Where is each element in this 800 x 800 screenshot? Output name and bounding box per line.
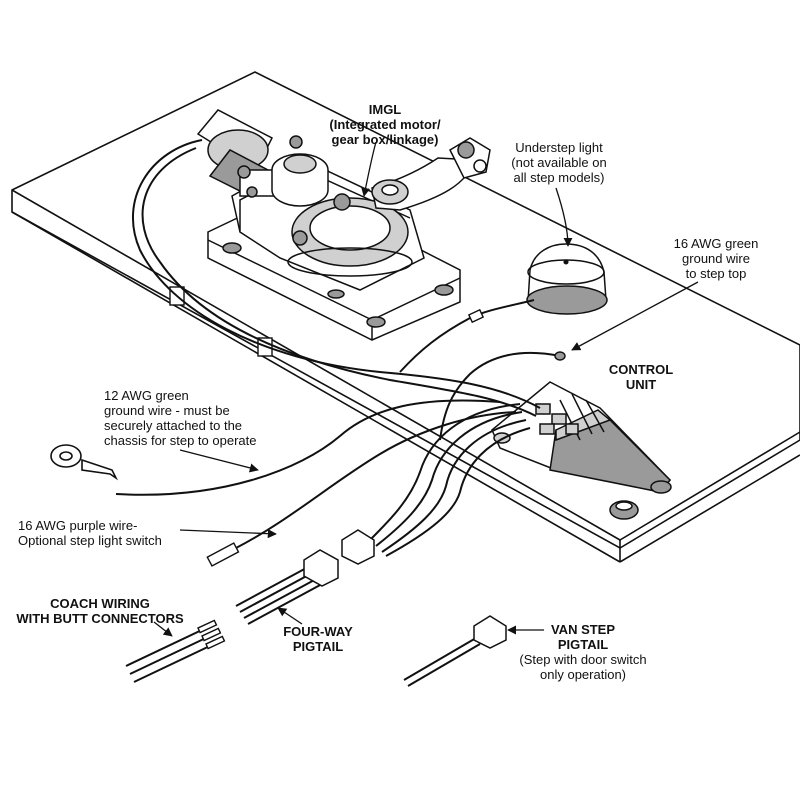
control-unit-line-2: UNIT — [625, 377, 657, 392]
control-unit-label: CONTROL UNIT — [596, 362, 686, 392]
imgl-motor-assembly — [196, 109, 491, 341]
understep-light-line-2: (not available on — [511, 155, 607, 170]
imgl-line-2: gear box/linkage) — [331, 132, 439, 147]
understep-light-line-1: Understep light — [515, 140, 603, 155]
green-wire-16-line-1: 16 AWG green — [673, 236, 759, 251]
green-wire-12-line-4: chassis for step to operate — [104, 433, 257, 448]
four-way-connector — [303, 529, 375, 587]
imgl-line-1: (Integrated motor/ — [329, 117, 441, 132]
green-wire-12-label: 12 AWG green ground wire - must be secur… — [104, 388, 294, 448]
grommet — [609, 500, 639, 520]
van-step-connector — [473, 615, 507, 649]
van-step-title-2: PIGTAIL — [557, 637, 609, 652]
purple-wire-terminal — [206, 542, 240, 567]
green-wire-16-label: 16 AWG green ground wire to step top — [664, 236, 768, 281]
wires — [115, 139, 561, 687]
van-step-note-2: only operation) — [540, 667, 626, 682]
van-step-title-1: VAN STEP — [550, 622, 616, 637]
four-way-line-2: PIGTAIL — [292, 639, 344, 654]
understep-light — [526, 243, 608, 315]
four-way-pigtail-label: FOUR-WAY PIGTAIL — [272, 624, 364, 654]
purple-wire-line-1: 16 AWG purple wire- — [18, 518, 138, 533]
leader-lines — [153, 141, 699, 637]
light-wire-connector — [467, 308, 566, 361]
imgl-title: IMGL — [368, 102, 402, 117]
coach-wiring-label: COACH WIRING WITH BUTT CONNECTORS — [4, 596, 196, 626]
van-step-note-1: (Step with door switch — [519, 652, 647, 667]
green-wire-16-line-2: ground wire — [682, 251, 750, 266]
green-wire-12-line-2: ground wire - must be — [104, 403, 230, 418]
purple-wire-label: 16 AWG purple wire- Optional step light … — [18, 518, 188, 548]
four-way-line-1: FOUR-WAY — [283, 624, 353, 639]
butt-connectors — [197, 619, 226, 650]
understep-light-label: Understep light (not available on all st… — [500, 140, 618, 185]
green-wire-12-line-3: securely attached to the — [104, 418, 243, 433]
coach-wiring-line-2: WITH BUTT CONNECTORS — [16, 611, 184, 626]
van-step-pigtail-label: VAN STEP PIGTAIL (Step with door switch … — [508, 622, 658, 682]
ring-terminal — [50, 444, 119, 481]
green-wire-12-line-1: 12 AWG green — [104, 388, 189, 403]
green-wire-16-line-3: to step top — [685, 266, 747, 281]
coach-wiring-line-1: COACH WIRING — [50, 596, 150, 611]
understep-light-line-3: all step models) — [513, 170, 605, 185]
purple-wire-line-2: Optional step light switch — [18, 533, 162, 548]
imgl-label: IMGL (Integrated motor/ gear box/linkage… — [318, 102, 452, 147]
control-unit-line-1: CONTROL — [608, 362, 674, 377]
